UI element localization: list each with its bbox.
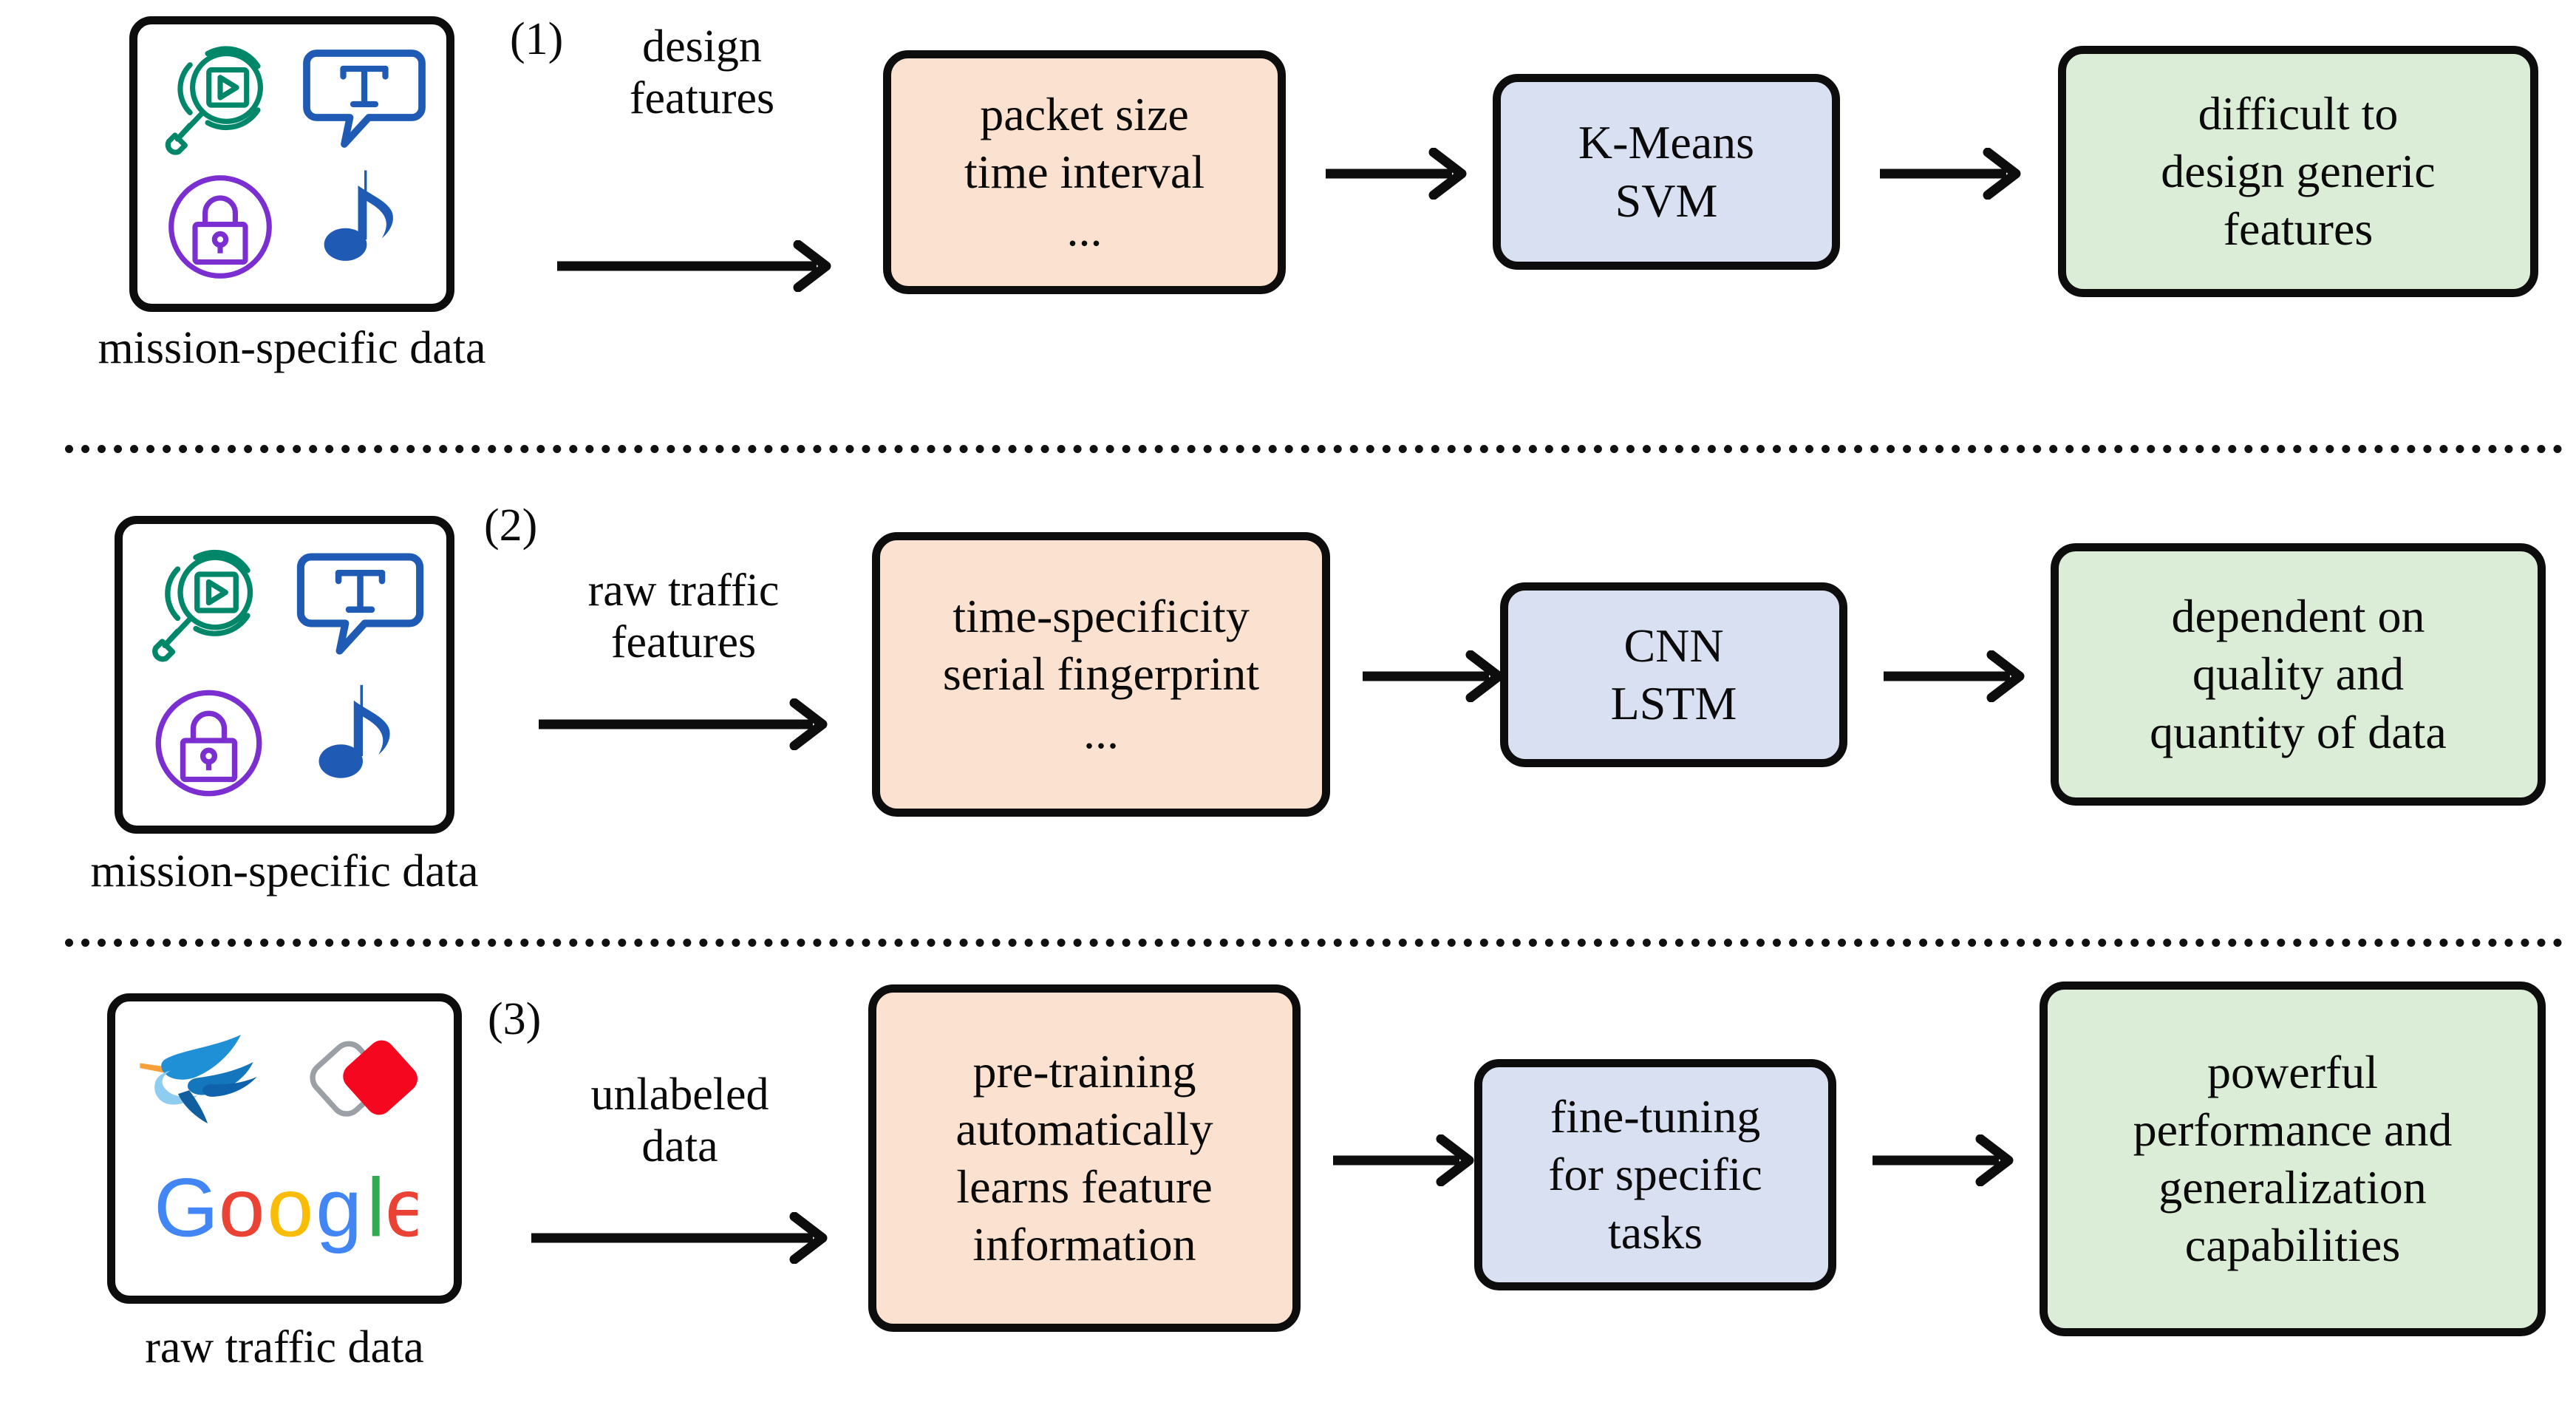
red-diamond-logo-icon <box>299 1022 432 1137</box>
result-box-row-2: dependent on quality and quantity of dat… <box>2051 543 2546 806</box>
source-panel-row-1 <box>129 16 454 312</box>
step-number-3: (3) <box>488 994 542 1044</box>
model-box-row-1-text: K-Means SVM <box>1578 116 1755 227</box>
arrow-label-row-2: raw traffic features <box>587 565 780 667</box>
text-bubble-icon <box>296 545 425 664</box>
arrow-row-2-b <box>1363 650 1504 702</box>
arrow-row-1-c <box>1880 148 2021 200</box>
lock-icon <box>157 164 283 293</box>
svg-text:l: l <box>367 1165 385 1253</box>
arrow-row-1-b <box>1326 148 1467 200</box>
svg-text:o: o <box>268 1165 314 1253</box>
row-separator-1 <box>65 445 2563 453</box>
row-separator-2 <box>65 939 2563 947</box>
lock-icon <box>144 678 273 812</box>
text-bubble-icon <box>301 42 427 157</box>
source-caption-row-3: raw traffic data <box>145 1322 424 1372</box>
model-box-row-2: CNN LSTM <box>1500 582 1847 767</box>
source-caption-row-1: mission-specific data <box>98 323 486 373</box>
pipeline-row-1: mission-specific data (1) design feature… <box>0 0 2576 429</box>
pipeline-row-3: G o o g l e raw traffic data (3) unlabel… <box>0 961 2576 1422</box>
video-search-icon <box>144 538 273 671</box>
svg-text:g: g <box>316 1165 362 1253</box>
arrow-label-row-3: unlabeled data <box>590 1069 769 1171</box>
result-box-row-1: difficult to design generic features <box>2058 46 2538 297</box>
pipeline-row-2: mission-specific data (2) raw traffic fe… <box>0 473 2576 902</box>
step-number-2: (2) <box>484 500 538 551</box>
arrow-with-label-row-3: unlabeled data <box>517 1005 842 1242</box>
model-box-row-1: K-Means SVM <box>1493 74 1840 270</box>
model-box-row-3-text: fine-tuning for specific tasks <box>1548 1090 1762 1259</box>
arrow-row-3-c <box>1873 1134 2014 1186</box>
music-note-icon <box>309 164 420 293</box>
feature-box-row-3-text: pre-training automatically learns featur… <box>955 1044 1213 1271</box>
result-box-row-1-text: difficult to design generic features <box>2161 86 2436 256</box>
result-box-row-3: powerful performance and generalization … <box>2040 982 2546 1336</box>
arrow-row-1-a <box>557 240 831 292</box>
arrow-row-2-a <box>539 698 828 750</box>
source-panel-row-3: G o o g l e <box>107 993 462 1304</box>
arrow-label-row-1: design features <box>629 21 775 123</box>
feature-box-row-1-text: packet size time interval ... <box>964 87 1205 256</box>
music-note-icon <box>303 678 418 812</box>
model-box-row-3: fine-tuning for specific tasks <box>1474 1059 1836 1290</box>
feature-box-row-3: pre-training automatically learns featur… <box>868 984 1301 1332</box>
result-box-row-2-text: dependent on quality and quantity of dat… <box>2150 590 2447 758</box>
arrow-with-label-row-1: design features <box>547 21 857 146</box>
feature-box-row-2-text: time-specificity serial fingerprint ... <box>942 590 1260 758</box>
feature-box-row-1: packet size time interval ... <box>883 50 1286 294</box>
source-panel-row-2 <box>115 516 454 834</box>
arrow-row-2-c <box>1884 650 2025 702</box>
hummingbird-logo-icon <box>130 1028 278 1132</box>
source-caption-row-2: mission-specific data <box>90 846 479 897</box>
video-search-icon <box>157 35 283 164</box>
arrow-row-3-a <box>531 1212 828 1264</box>
model-box-row-2-text: CNN LSTM <box>1610 619 1737 729</box>
step-number-1: (1) <box>510 14 564 64</box>
svg-text:e: e <box>385 1165 418 1253</box>
svg-text:o: o <box>219 1165 265 1253</box>
svg-text:G: G <box>154 1165 219 1253</box>
result-box-row-3-text: powerful performance and generalization … <box>2133 1045 2453 1272</box>
arrow-with-label-row-2: raw traffic features <box>517 510 850 717</box>
arrow-row-3-b <box>1333 1134 1474 1186</box>
google-logo-icon: G o o g l e <box>151 1160 432 1265</box>
feature-box-row-2: time-specificity serial fingerprint ... <box>872 532 1330 817</box>
